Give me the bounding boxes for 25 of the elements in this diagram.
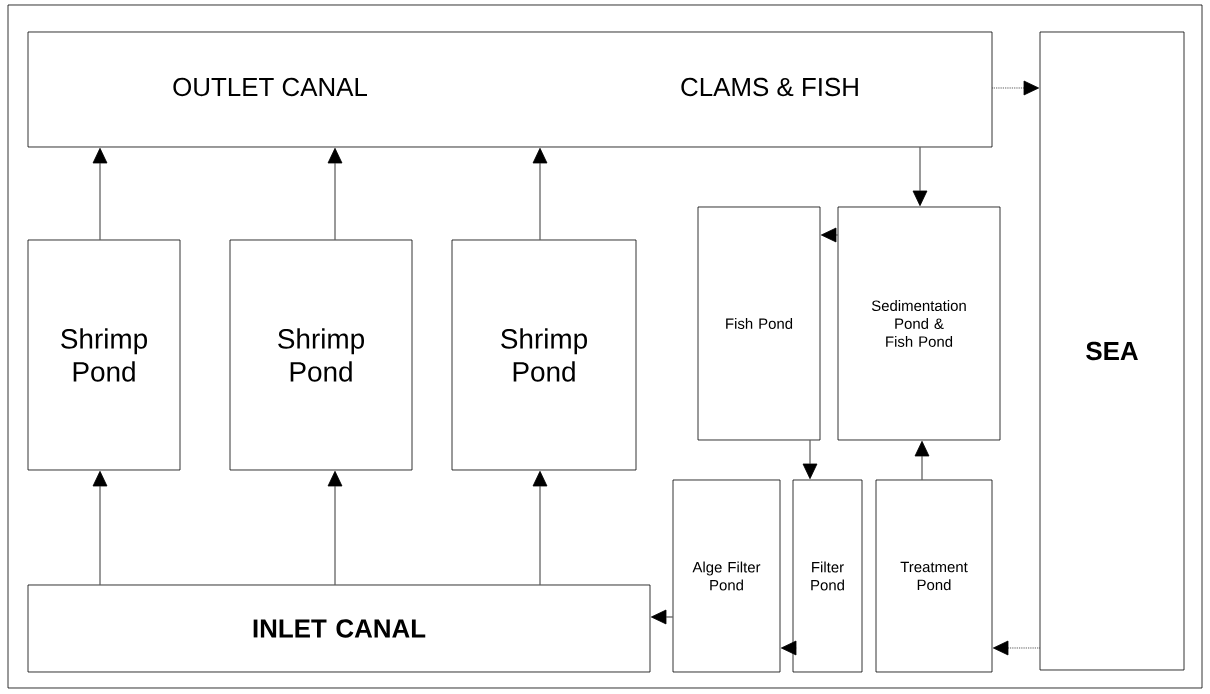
pond-box: Shrimp Pond	[27, 239, 181, 471]
arrow	[327, 470, 343, 585]
pond-box: Filter Pond	[792, 479, 863, 673]
arrow	[327, 147, 343, 240]
arrow	[802, 440, 818, 480]
arrow	[992, 640, 1040, 656]
arrow	[780, 640, 797, 656]
pond-box: Alge Filter Pond	[672, 479, 781, 673]
arrow	[820, 227, 838, 243]
canal-box: OUTLET CANAL CLAMS & FISH	[27, 31, 993, 148]
arrow	[912, 147, 928, 207]
pond-box: Treatment Pond	[875, 479, 993, 673]
pond-box: Shrimp Pond	[229, 239, 413, 471]
arrow	[92, 470, 108, 585]
pond-box: Sedimentation Pond & Fish Pond	[837, 206, 1001, 441]
arrow	[914, 440, 930, 480]
sea-box: SEA	[1039, 31, 1185, 671]
pond-box: Shrimp Pond	[451, 239, 637, 471]
arrow	[92, 147, 108, 240]
arrow	[532, 470, 548, 585]
arrow	[532, 147, 548, 240]
canal-box: INLET CANAL	[27, 584, 651, 673]
pond-box: Fish Pond	[697, 206, 821, 441]
arrow	[650, 609, 673, 625]
arrow	[992, 80, 1040, 96]
